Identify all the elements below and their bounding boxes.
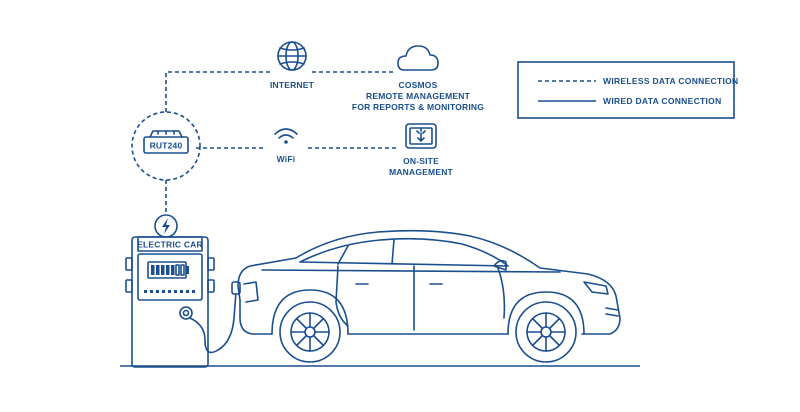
- charger-label: ELECTRIC CAR: [137, 240, 203, 250]
- cosmos-label-line1: COSMOS: [399, 80, 438, 90]
- legend-wireless-label: WIRELESS DATA CONNECTION: [603, 76, 738, 86]
- cosmos-label-line3: FOR REPORTS & MONITORING: [352, 102, 484, 112]
- onsite-label-line2: MANAGEMENT: [389, 167, 453, 177]
- internet-label: INTERNET: [270, 80, 315, 90]
- router-node: RUT240: [131, 111, 201, 181]
- globe-icon: [277, 41, 307, 71]
- charging-station: ELECTRIC CAR: [125, 214, 215, 368]
- legend-wired-label: WIRED DATA CONNECTION: [603, 96, 722, 106]
- charging-cable: [189, 291, 237, 354]
- legend-box: WIRELESS DATA CONNECTION WIRED DATA CONN…: [517, 61, 738, 119]
- rear-wheel: [279, 301, 341, 363]
- lightning-icon: [154, 214, 178, 238]
- charger-indicator-dots: [144, 290, 195, 293]
- front-wheel: [515, 301, 577, 363]
- onsite-label-line1: ON-SITE: [403, 156, 439, 166]
- battery-icon: [147, 261, 189, 279]
- tablet-icon: [405, 123, 437, 149]
- cosmos-label-line2: REMOTE MANAGEMENT: [366, 91, 471, 101]
- router-label: RUT240: [150, 141, 183, 151]
- router-icon: [143, 130, 189, 154]
- wifi-icon: [274, 128, 298, 144]
- cloud-icon: [397, 45, 439, 71]
- wireless-link-router-internet: [165, 71, 272, 112]
- electric-car: [237, 229, 621, 363]
- wifi-label: WiFi: [277, 154, 296, 164]
